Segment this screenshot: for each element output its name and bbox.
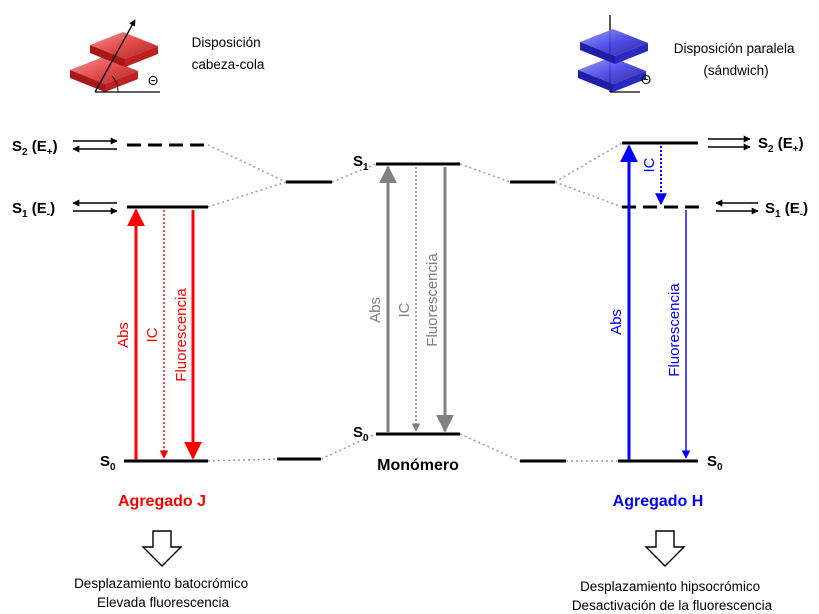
h-s1-double-arrow-icon xyxy=(715,199,759,215)
monomer-abs-label: Abs xyxy=(367,297,384,323)
j-down-arrow-icon xyxy=(141,530,183,567)
j-result-text: Desplazamiento batocrómico Elevada fluor… xyxy=(74,576,252,610)
j-s1-double-arrow-icon xyxy=(72,199,118,215)
h-aggregate-title: Agregado H xyxy=(613,493,704,510)
j-abs-label: Abs xyxy=(115,322,132,348)
j-arrangement-label: Disposición cabeza-cola xyxy=(192,35,265,72)
h-down-arrow-icon xyxy=(644,530,686,567)
h-aggregate-slabs-icon xyxy=(578,15,648,93)
h-ic-label: IC xyxy=(641,157,658,172)
monomer-s1-label: S1 xyxy=(353,153,369,173)
h-s2-label: S2 (E+) xyxy=(758,135,804,155)
h-s0-label: S0 xyxy=(707,453,723,473)
h-result-text: Desplazamiento hipsocrómico Desactivació… xyxy=(572,579,773,613)
h-angle-symbol: Θ xyxy=(641,72,651,87)
j-s1-label: S1 (E-) xyxy=(12,200,55,220)
correlation-lines xyxy=(207,142,623,462)
j-aggregate-title: Agregado J xyxy=(118,493,206,510)
monomer-ic-label: IC xyxy=(396,302,413,317)
h-s1-label: S1 (E-) xyxy=(765,200,808,220)
monomer-s0-label: S0 xyxy=(353,424,369,444)
monomer-fluorescence-label: Fluorescencia xyxy=(424,253,441,347)
monomer-title: Monómero xyxy=(377,457,459,474)
j-s2-label: S2 (E+) xyxy=(12,138,58,158)
j-fluorescence-label: Fluorescencia xyxy=(173,288,190,382)
h-fluorescence-label: Fluorescencia xyxy=(666,283,683,377)
h-abs-label: Abs xyxy=(608,309,625,335)
j-angle-symbol: Θ xyxy=(148,73,158,88)
j-aggregate-slabs-icon xyxy=(70,19,160,93)
h-arrangement-label: Disposición paralela (sándwich) xyxy=(674,41,799,78)
j-s2-double-arrow-icon xyxy=(72,137,118,153)
h-s2-double-arrow-icon xyxy=(708,135,751,151)
j-ic-label: IC xyxy=(144,327,161,342)
j-s0-label: S0 xyxy=(100,453,116,473)
